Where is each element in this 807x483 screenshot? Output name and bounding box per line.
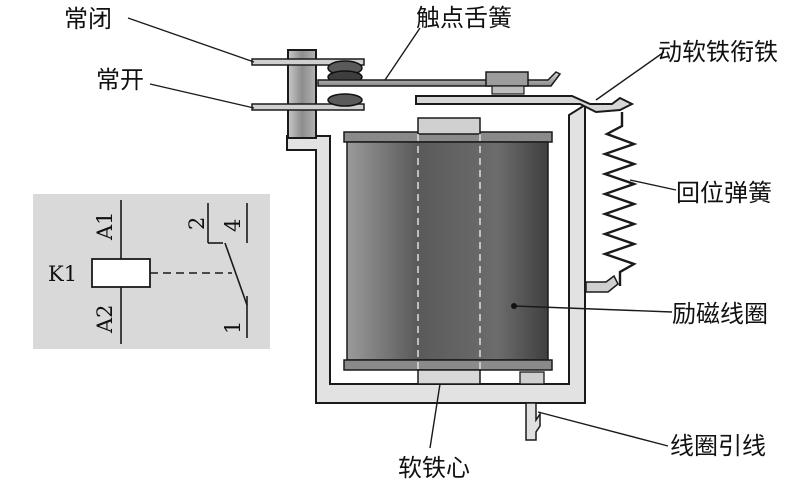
leader-normally-closed bbox=[127, 17, 255, 63]
leader-excitation-coil bbox=[513, 305, 673, 313]
symbol-background bbox=[33, 194, 270, 349]
leader-soft-iron-core bbox=[429, 383, 441, 449]
symbol-relay-name: K1 bbox=[48, 262, 77, 286]
reed-pusher bbox=[485, 71, 529, 87]
symbol-coil bbox=[91, 258, 151, 288]
spring-anchor bbox=[585, 274, 619, 293]
leader-return-spring bbox=[629, 179, 677, 191]
label-contact-reed: 触点舌簧 bbox=[416, 4, 512, 32]
leader-contact-reed bbox=[384, 27, 421, 81]
symbol-terminal-2: 2 bbox=[185, 217, 209, 230]
relay-symbol: K1 A1 A2 2 4 1 bbox=[33, 194, 270, 349]
coil-pointer-dot bbox=[511, 303, 517, 309]
return-spring bbox=[601, 112, 638, 286]
label-return-spring: 回位弹簧 bbox=[676, 179, 772, 207]
symbol-terminal-1: 1 bbox=[221, 321, 245, 334]
label-movable-armature: 动软铁衔铁 bbox=[658, 38, 778, 66]
coil-lead-cap bbox=[519, 371, 545, 385]
label-normally-closed: 常闭 bbox=[64, 5, 112, 33]
leader-normally-open bbox=[149, 83, 255, 109]
reed-pusher-stem bbox=[491, 85, 525, 95]
label-excitation-coil: 励磁线圈 bbox=[672, 300, 768, 328]
symbol-terminal-4: 4 bbox=[221, 219, 245, 232]
excitation-coil bbox=[346, 141, 549, 361]
leader-coil-lead bbox=[537, 411, 669, 447]
soft-iron-core-base bbox=[417, 369, 481, 385]
label-coil-lead: 线圈引线 bbox=[670, 432, 766, 460]
contact-point-lower bbox=[327, 93, 363, 107]
movable-armature bbox=[415, 95, 635, 114]
core-top-cap bbox=[417, 117, 481, 135]
symbol-contact-blade bbox=[224, 242, 248, 306]
coil-lead-pin bbox=[525, 402, 541, 441]
symbol-terminal-a2: A2 bbox=[93, 304, 117, 334]
coil-bottom-plate bbox=[343, 359, 553, 371]
label-soft-iron-core: 软铁心 bbox=[398, 454, 470, 482]
label-normally-open: 常开 bbox=[96, 66, 144, 94]
leader-armature bbox=[595, 51, 665, 101]
symbol-terminal-a1: A1 bbox=[93, 211, 117, 241]
